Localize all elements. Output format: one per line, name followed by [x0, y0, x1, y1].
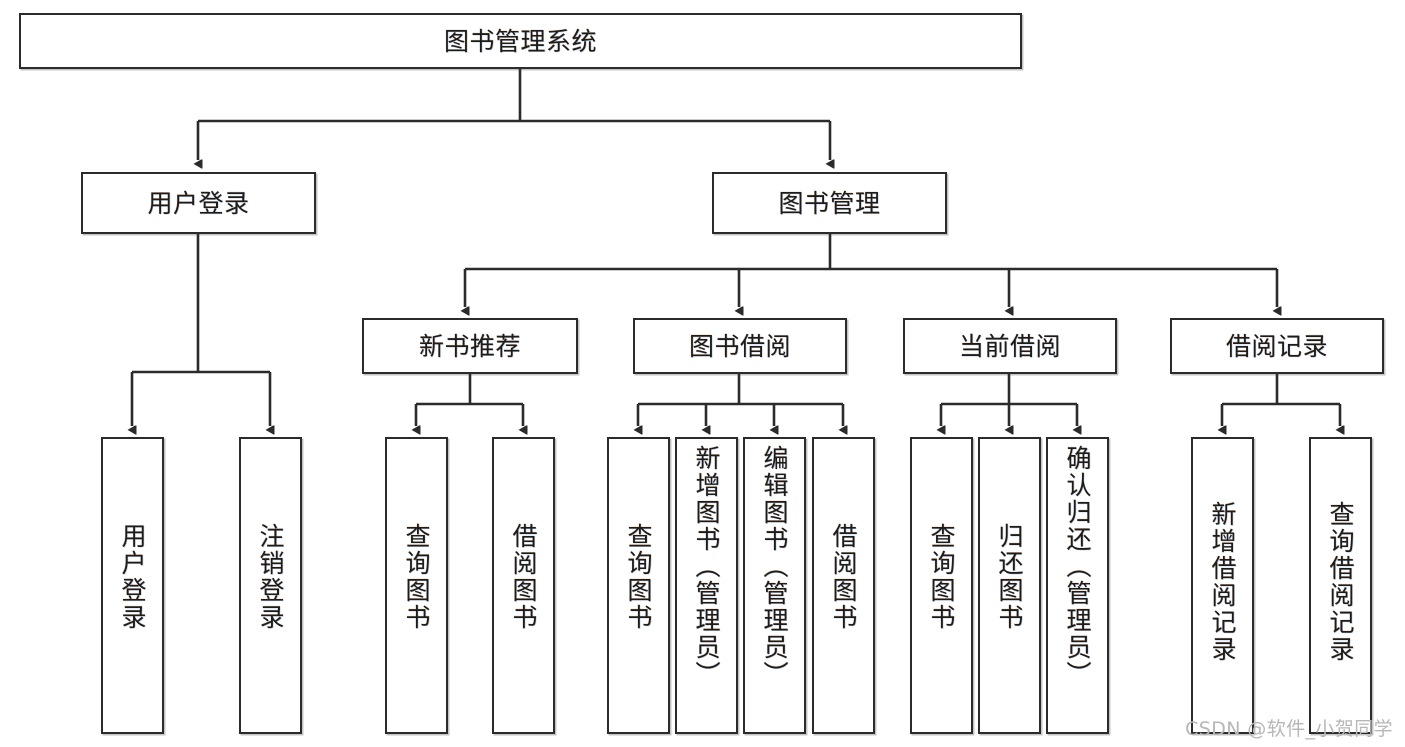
node-label: 确认归还（管理员） [1063, 445, 1092, 688]
node-book-management[interactable]: 图书管理 [712, 172, 947, 234]
leaf-current-borrow-return-book[interactable]: 归还图书 [978, 437, 1041, 734]
node-root-book-management-system[interactable]: 图书管理系统 [19, 13, 1022, 69]
leaf-user-login-signout[interactable]: 注销登录 [239, 437, 302, 734]
node-label: 图书借阅 [688, 331, 791, 361]
leaf-borrow-record-query-record[interactable]: 查询借阅记录 [1309, 437, 1372, 734]
node-label: 注销登录 [256, 523, 285, 631]
node-label: 图书管理系统 [443, 26, 597, 56]
watermark-text: CSDN @软件_小贺同学 [1185, 718, 1393, 740]
node-label: 用户登录 [118, 523, 147, 631]
leaf-new-book-query-book[interactable]: 查询图书 [385, 437, 448, 734]
leaf-borrow-record-add-record[interactable]: 新增借阅记录 [1191, 437, 1254, 734]
node-label: 借阅记录 [1225, 331, 1328, 361]
node-new-book-recommend[interactable]: 新书推荐 [362, 318, 578, 374]
node-label: 新增借阅记录 [1208, 501, 1237, 663]
node-current-borrow[interactable]: 当前借阅 [903, 318, 1117, 374]
leaf-current-borrow-confirm-return-admin[interactable]: 确认归还（管理员） [1046, 437, 1109, 734]
node-book-borrow[interactable]: 图书借阅 [633, 318, 847, 374]
leaf-user-login-signin[interactable]: 用户登录 [101, 437, 164, 734]
leaf-new-book-borrow-book[interactable]: 借阅图书 [492, 437, 555, 734]
node-label: 查询图书 [402, 523, 431, 631]
leaf-current-borrow-query-book[interactable]: 查询图书 [910, 437, 973, 734]
node-label: 查询图书 [927, 523, 956, 631]
node-borrow-record[interactable]: 借阅记录 [1170, 318, 1384, 374]
node-label: 用户登录 [147, 188, 250, 218]
node-label: 图书管理 [778, 188, 881, 218]
node-label: 新书推荐 [418, 331, 521, 361]
node-user-login[interactable]: 用户登录 [81, 172, 316, 234]
leaf-book-borrow-edit-book-admin[interactable]: 编辑图书（管理员） [743, 437, 806, 734]
node-label: 查询借阅记录 [1326, 501, 1355, 663]
node-label: 新增图书（管理员） [692, 445, 721, 688]
leaf-book-borrow-add-book-admin[interactable]: 新增图书（管理员） [675, 437, 738, 734]
node-label: 借阅图书 [509, 523, 538, 631]
leaf-book-borrow-query-book[interactable]: 查询图书 [607, 437, 670, 734]
node-label: 编辑图书（管理员） [760, 445, 789, 688]
node-label: 借阅图书 [829, 523, 858, 631]
leaf-book-borrow-borrow-book[interactable]: 借阅图书 [812, 437, 875, 734]
node-label: 查询图书 [624, 523, 653, 631]
node-label: 归还图书 [995, 523, 1024, 631]
node-label: 当前借阅 [958, 331, 1061, 361]
